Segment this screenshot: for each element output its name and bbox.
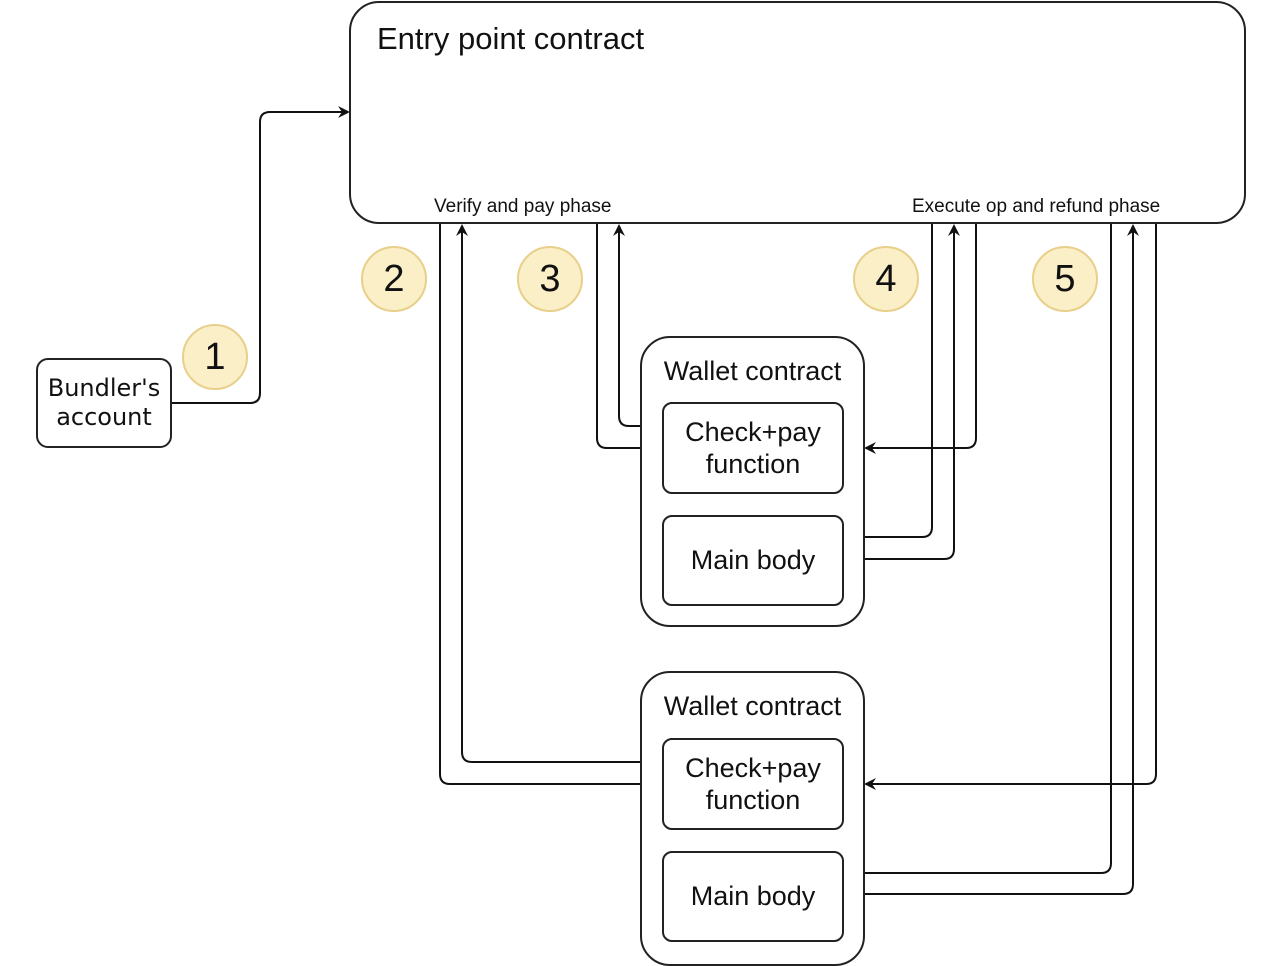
wallet-contract-2-title: Wallet contract xyxy=(663,691,842,721)
arrow-step3-call xyxy=(596,224,664,454)
step-badge-1: 1 xyxy=(182,324,248,390)
arrow-step5-call xyxy=(842,224,1112,879)
arrow-step5-return xyxy=(844,224,1139,895)
arrow-step4-call xyxy=(842,224,933,543)
wallet-2-check-pay-label: Check+pay function xyxy=(685,752,821,815)
arrow-step4-refund xyxy=(864,224,977,454)
verify-phase-label: Verify and pay phase xyxy=(434,196,612,217)
execute-phase-label: Execute op and refund phase xyxy=(912,196,1161,217)
wallet-2-main-body: Main body xyxy=(662,851,844,942)
arrow-step5-refund xyxy=(864,224,1157,790)
wallet-1-check-pay-label: Check+pay function xyxy=(685,416,821,479)
step-badge-2: 2 xyxy=(361,246,427,312)
step-badge-5: 5 xyxy=(1032,246,1098,312)
arrow-step3-return xyxy=(613,224,662,427)
wallet-1-main-body: Main body xyxy=(662,515,844,606)
step-badge-3: 3 xyxy=(517,246,583,312)
wallet-1-main-body-label: Main body xyxy=(690,545,816,576)
entry-point-title: Entry point contract xyxy=(377,21,645,56)
arrow-bundler-to-entry xyxy=(172,106,350,404)
entry-point-contract: Entry point contract Verify and pay phas… xyxy=(349,1,1246,224)
wallet-1-check-pay-function: Check+pay function xyxy=(662,402,844,494)
arrow-step4-return xyxy=(844,224,960,560)
bundlers-account-label: Bundler's account xyxy=(47,374,161,431)
arrow-step2-return xyxy=(456,224,662,763)
wallet-2-check-pay-function: Check+pay function xyxy=(662,738,844,830)
bundlers-account: Bundler's account xyxy=(36,358,172,448)
step-badge-4: 4 xyxy=(853,246,919,312)
wallet-2-main-body-label: Main body xyxy=(690,881,816,912)
arrow-step2-call xyxy=(439,224,664,790)
wallet-contract-1-title: Wallet contract xyxy=(663,356,842,386)
